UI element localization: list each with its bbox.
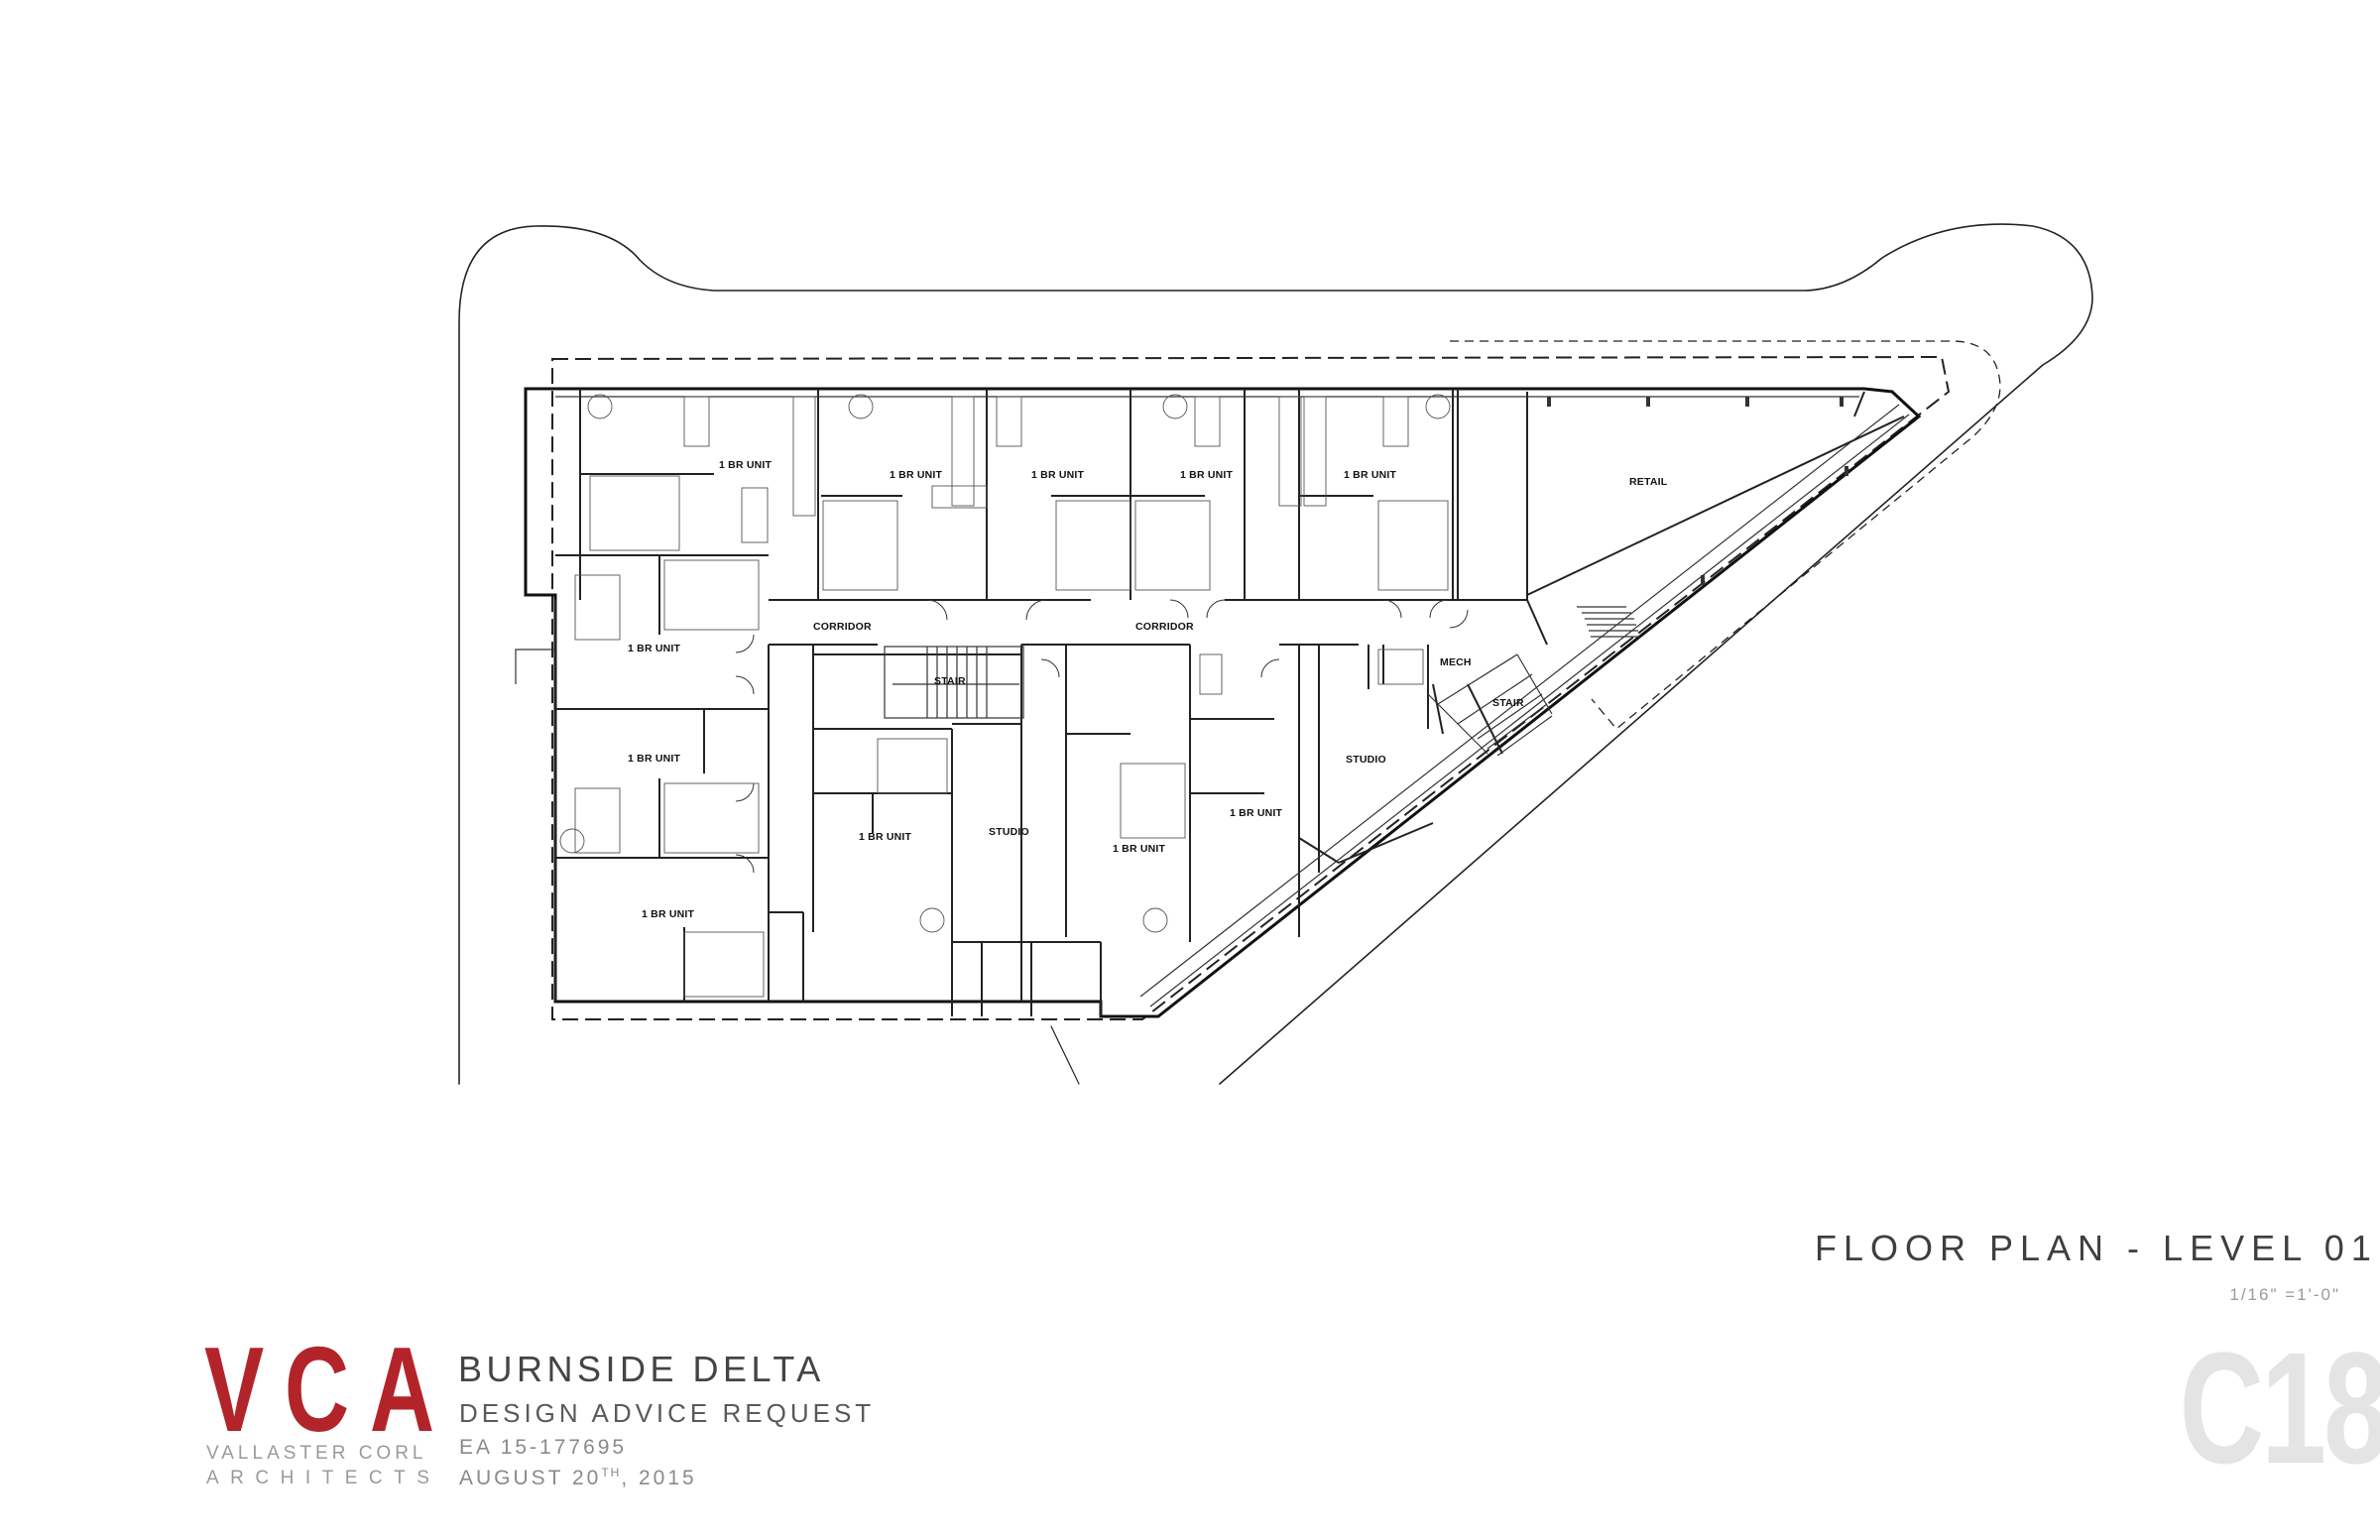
plant [848, 394, 874, 419]
label-corridor-east: CORRIDOR [1135, 621, 1194, 633]
label-unit-n3: 1 BR UNIT [1031, 469, 1085, 481]
label-unit-s1: 1 BR UNIT [859, 831, 912, 843]
canopy-outline [1450, 340, 2001, 730]
label-corridor-west: CORRIDOR [813, 621, 872, 633]
sidewalk-line [1050, 1025, 1080, 1085]
stair-2-treads [1427, 653, 1553, 757]
bathtub [931, 485, 988, 509]
plant [587, 394, 613, 419]
label-stair-1: STAIR [934, 675, 966, 687]
diagonal-facade-inner [1139, 404, 1910, 1007]
label-unit-n5: 1 BR UNIT [1344, 469, 1397, 481]
sheet-number: C18 [2179, 1319, 2380, 1496]
bed [683, 931, 765, 998]
retail-column [1646, 397, 1650, 407]
date-year: , 2015 [621, 1467, 697, 1489]
kitchen-counter [951, 396, 975, 507]
north-facade-inner [515, 396, 1859, 684]
west-unit-walls [554, 554, 769, 1002]
stair-1-outline [884, 646, 1024, 719]
kitchen-counter [1278, 396, 1302, 507]
firm-logo: VCA [204, 1322, 455, 1457]
bed [877, 738, 948, 794]
sheet-scale: 1/16" =1'-0" [2229, 1285, 2340, 1304]
firm-name-line2: ARCHITECTS [206, 1468, 441, 1488]
sofa [683, 396, 710, 447]
bed [1120, 763, 1186, 839]
project-ea-number: EA 15-177695 [459, 1436, 628, 1459]
bed [1377, 500, 1449, 591]
mech-shaft [1377, 649, 1424, 685]
label-studio-1: STUDIO [989, 826, 1029, 838]
stair-3-treads [1577, 606, 1640, 638]
bathtub [741, 487, 769, 543]
project-date: AUGUST 20TH, 2015 [459, 1466, 697, 1490]
retail-column [1844, 466, 1848, 476]
label-unit-w2: 1 BR UNIT [628, 753, 681, 765]
label-studio-2: STUDIO [1346, 754, 1386, 766]
label-unit-s3: 1 BR UNIT [1230, 807, 1283, 819]
retail-column [1745, 397, 1749, 407]
label-retail: RETAIL [1629, 476, 1668, 488]
label-unit-s2: 1 BR UNIT [1113, 843, 1166, 855]
bed [663, 782, 760, 854]
north-unit-walls [579, 389, 1454, 600]
date-prefix: AUGUST 20 [459, 1467, 602, 1489]
retail-storefront [1457, 389, 1905, 600]
bed [663, 559, 760, 631]
label-unit-n2: 1 BR UNIT [890, 469, 943, 481]
south-unit-walls [1298, 392, 1548, 864]
street-curb-line [458, 223, 2093, 1085]
plant [1425, 394, 1451, 419]
bed [589, 475, 680, 551]
property-line [551, 355, 1951, 1020]
bed [822, 500, 898, 591]
sofa [1382, 396, 1409, 447]
label-unit-w3: 1 BR UNIT [642, 908, 695, 920]
bed [1134, 500, 1211, 591]
plant [559, 828, 585, 854]
building-outline [524, 387, 1922, 1018]
firm-name-line1: VALLASTER CORL [206, 1443, 427, 1464]
plant [1162, 394, 1188, 419]
retail-column [1547, 397, 1551, 407]
label-unit-n1: 1 BR UNIT [719, 459, 773, 471]
project-name: BURNSIDE DELTA [458, 1349, 825, 1389]
bed [1055, 500, 1131, 591]
sofa [1194, 396, 1221, 447]
kitchen-counter [792, 396, 816, 517]
label-stair-2: STAIR [1492, 697, 1524, 709]
label-unit-w1: 1 BR UNIT [628, 643, 681, 654]
plant [1142, 907, 1168, 933]
bathtub [1199, 653, 1223, 695]
date-suffix: TH [601, 1466, 622, 1480]
kitchen-counter [1303, 396, 1327, 507]
retail-column [1701, 575, 1705, 585]
stair-1-treads [892, 647, 1019, 718]
label-mech: MECH [1440, 656, 1472, 668]
project-subtitle: DESIGN ADVICE REQUEST [459, 1398, 876, 1428]
sofa [574, 574, 621, 641]
balcony-walls [768, 911, 1102, 1016]
door-swings [735, 599, 1469, 874]
sofa [574, 787, 621, 854]
label-unit-n4: 1 BR UNIT [1180, 469, 1234, 481]
sheet-title: FLOOR PLAN - LEVEL 01 [1815, 1228, 2378, 1268]
sofa [996, 396, 1022, 447]
retail-column [1840, 397, 1844, 407]
plant [919, 907, 945, 933]
